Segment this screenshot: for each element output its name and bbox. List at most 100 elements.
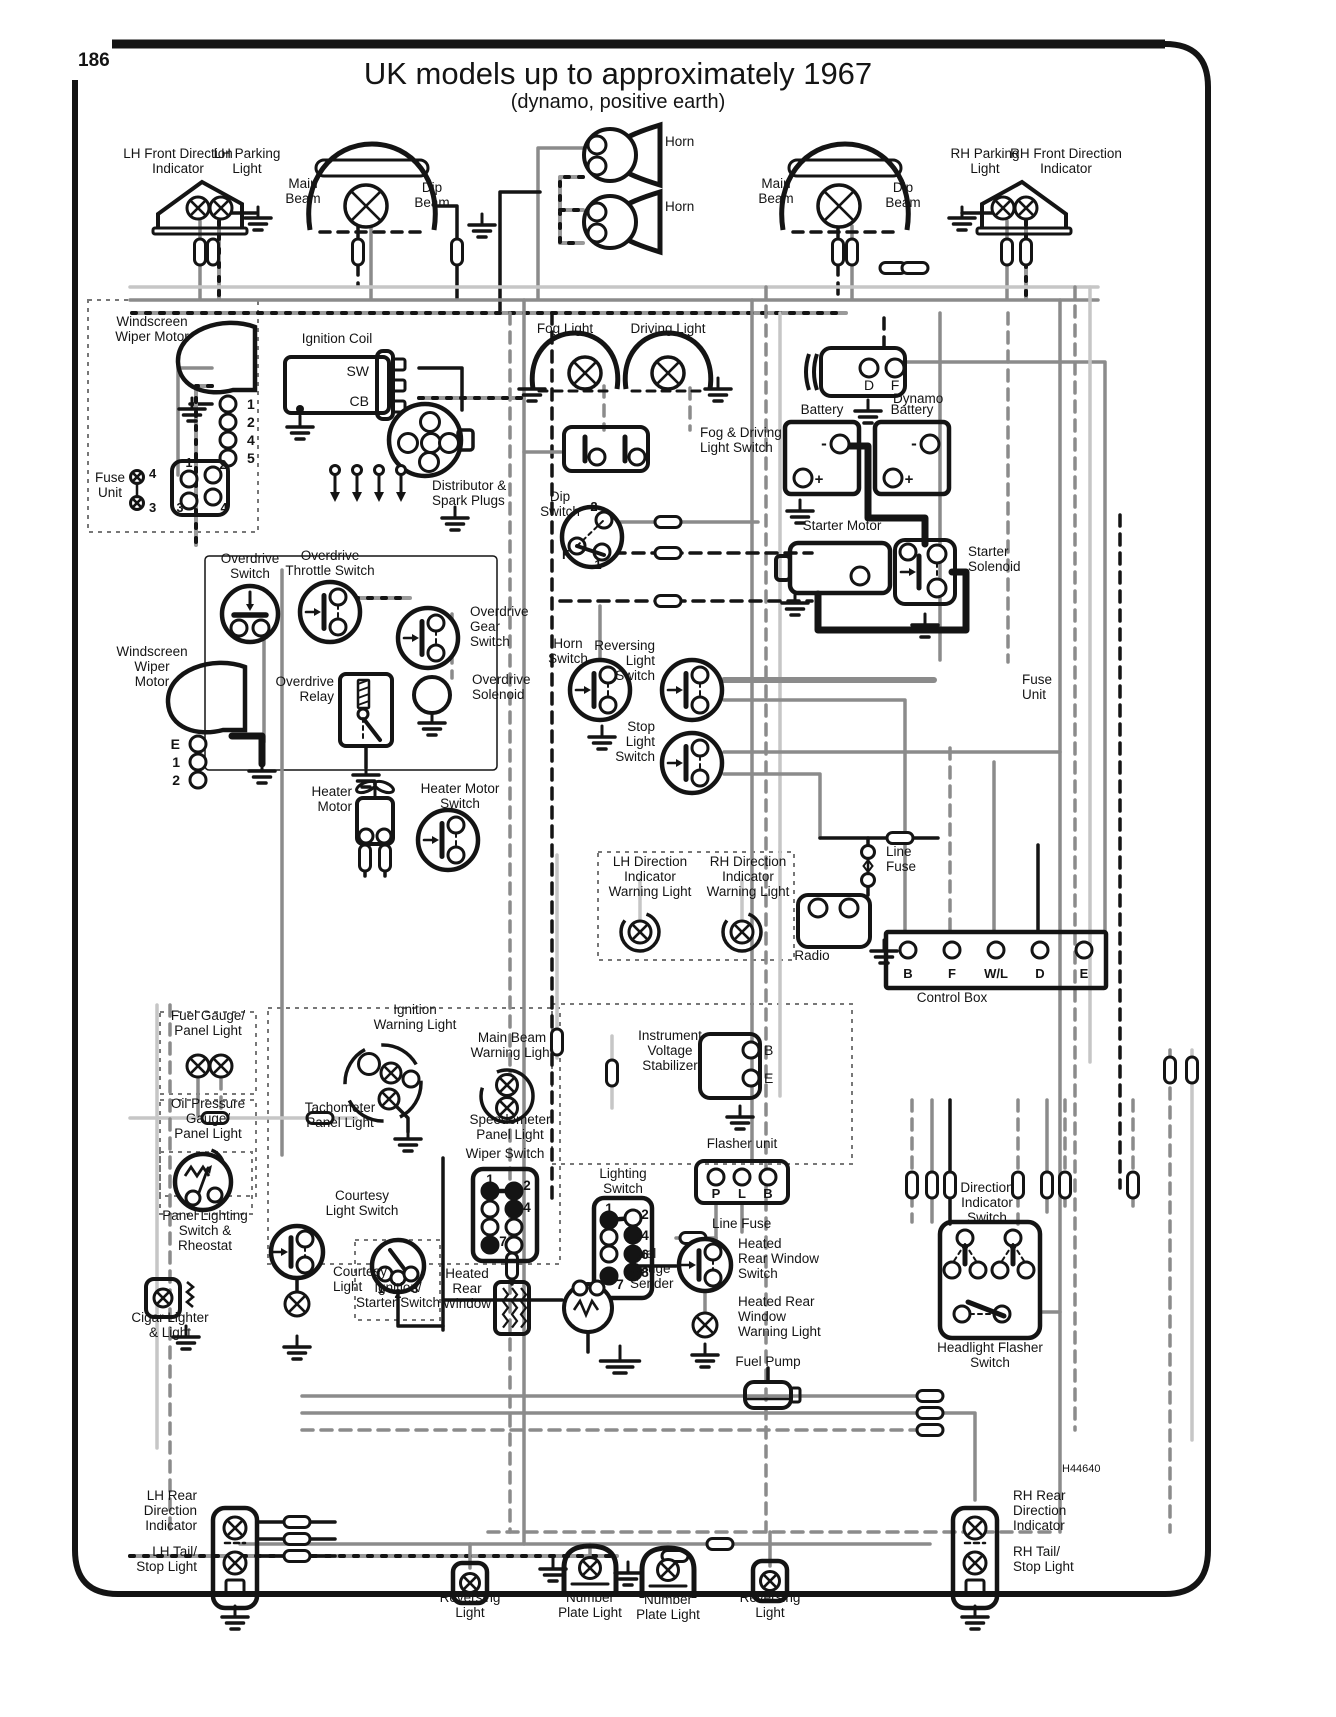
fuel-pump-label: Fuel Pump (735, 1354, 800, 1369)
rh-tail-stop-label: RH Tail/Stop Light (1013, 1544, 1074, 1574)
svg-text:5: 5 (247, 450, 255, 466)
horn-upper-label: Horn (665, 134, 694, 149)
ignition-starter-switch-label: Ignition/Starter Switch (356, 1280, 440, 1310)
overdrive-solenoid (412, 675, 452, 715)
svg-text:RH Tail/Stop Light: RH Tail/Stop Light (1013, 1544, 1074, 1574)
page-number: 186 (78, 50, 110, 71)
figure-code: H44640 (1062, 1463, 1101, 1475)
fuel-gauge-panel-light-1 (185, 1053, 211, 1079)
svg-text:B: B (763, 1186, 772, 1201)
ignition-coil-label: Ignition Coil (302, 331, 373, 346)
overdrive-switch (219, 583, 281, 645)
svg-text:1: 1 (605, 1201, 613, 1216)
direction-indicator-switch (937, 1219, 1043, 1341)
svg-text:3: 3 (177, 501, 184, 515)
battery-1-label: Battery (801, 402, 844, 417)
svg-text:SW: SW (346, 363, 369, 379)
svg-text:Driving Light: Driving Light (630, 321, 705, 336)
main-beam-warning-light-cluster (479, 1068, 535, 1124)
svg-text:-: - (911, 434, 917, 453)
driving-light (622, 330, 714, 393)
svg-text:E: E (1080, 966, 1089, 981)
fuel-gauge-sender (562, 1279, 614, 1334)
page-subtitle: (dynamo, positive earth) (511, 91, 726, 113)
fog-light-label: Fog Light (537, 321, 594, 336)
lh-tail-stop-label: LH Tail/Stop Light (136, 1544, 197, 1574)
svg-text:2: 2 (523, 1178, 531, 1193)
stop-light-switch (659, 730, 725, 796)
horn-upper (582, 121, 663, 189)
svg-text:Control Box: Control Box (917, 990, 988, 1005)
ignition-warning-light-cluster (343, 1043, 423, 1123)
svg-text:F: F (562, 547, 570, 562)
svg-text:Horn: Horn (665, 134, 694, 149)
windscreen-wiper-motor-2: E12 (165, 660, 248, 790)
svg-text:7: 7 (616, 1277, 624, 1292)
lh-rear-cluster (210, 1505, 260, 1611)
connectors-layer (193, 237, 1199, 1563)
svg-text:D: D (1035, 966, 1044, 981)
rh-headlamp (779, 141, 911, 234)
instrument-voltage-stabilizer: BE (698, 1032, 773, 1100)
svg-text:Fuel Gauge/Panel Light: Fuel Gauge/Panel Light (171, 1008, 246, 1038)
svg-text:3: 3 (412, 1282, 419, 1296)
svg-text:Battery: Battery (891, 402, 934, 417)
svg-text:B: B (903, 966, 912, 981)
fuel-pump (743, 1380, 802, 1410)
reversing-light-left (450, 1560, 490, 1606)
grounds-layer (171, 205, 990, 1631)
page-title: UK models up to approximately 1967 (364, 56, 872, 91)
dynamo-label: Dynamo (893, 391, 943, 406)
svg-text:Distributor &Spark Plugs: Distributor &Spark Plugs (432, 478, 506, 508)
svg-text:E: E (764, 1070, 773, 1086)
fuel-gauge-panel-light-2 (208, 1053, 234, 1079)
line-fuse-upper (860, 844, 876, 888)
svg-text:2: 2 (641, 1207, 649, 1222)
